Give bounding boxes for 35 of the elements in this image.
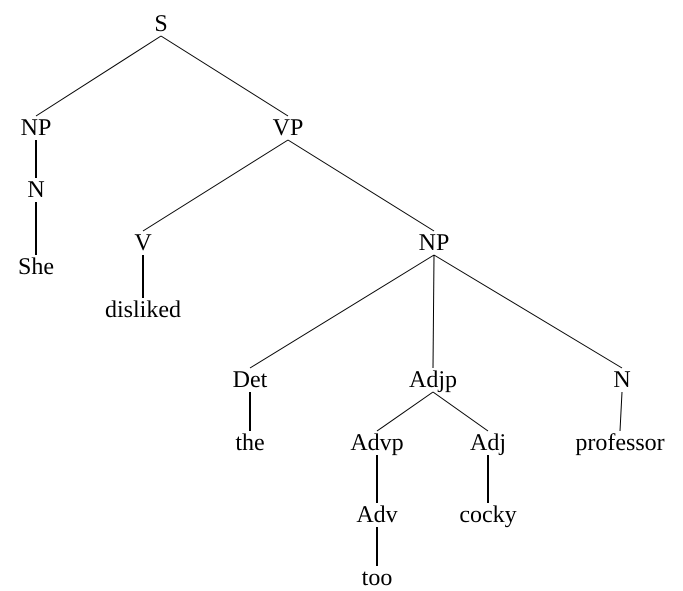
tree-branch: [376, 392, 434, 432]
tree-branch: [434, 254, 622, 368]
tree-label: NP: [18, 114, 54, 142]
tree-branch: [35, 140, 37, 178]
tree-label: Adjp: [407, 366, 459, 394]
tree-branch: [432, 254, 434, 368]
tree-branch: [432, 392, 488, 432]
tree-label: Adv: [354, 501, 400, 529]
tree-label: S: [152, 10, 170, 38]
tree-branch: [35, 202, 37, 255]
tree-branch: [288, 140, 434, 232]
tree-branch: [376, 527, 378, 566]
tree-label: N: [25, 176, 47, 204]
tree-branch: [620, 392, 622, 432]
tree-label: too: [360, 564, 394, 591]
tree-label: Adj: [468, 429, 508, 457]
tree-label: She: [16, 253, 56, 281]
tree-branch: [250, 254, 434, 368]
tree-branch: [487, 455, 489, 503]
tree-label: V: [132, 229, 154, 257]
tree-branch: [36, 36, 162, 116]
tree-label: the: [233, 429, 267, 457]
tree-label: professor: [573, 429, 667, 457]
tree-branch: [142, 255, 144, 298]
tree-label: Det: [230, 366, 270, 394]
tree-branch: [376, 455, 378, 503]
tree-branch: [160, 36, 288, 116]
tree-label: N: [611, 366, 633, 394]
tree-label: disliked: [103, 296, 183, 324]
tree-branch: [249, 392, 251, 431]
tree-label: Advp: [348, 429, 406, 457]
tree-label: NP: [416, 229, 452, 257]
tree-label: VP: [270, 114, 306, 142]
tree-label: cocky: [457, 501, 519, 529]
tree-branch: [142, 140, 288, 232]
